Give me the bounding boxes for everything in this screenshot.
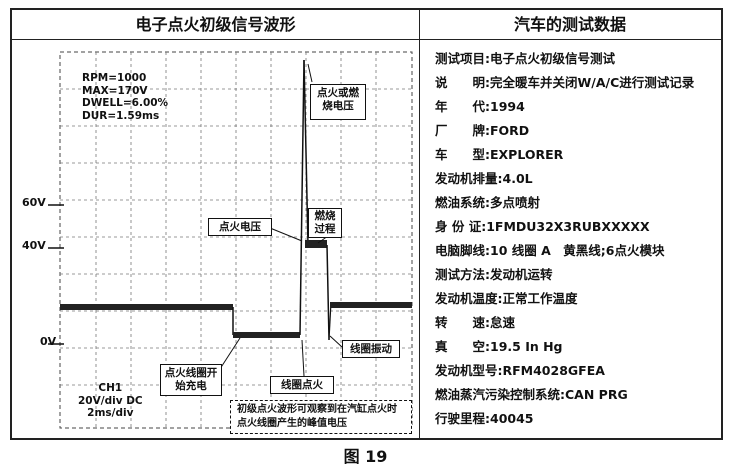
baseline-noise-right [330,302,412,308]
callout-ignition-voltage: 点火电压 [208,218,272,236]
ignition-spike [299,59,305,336]
stat-max: MAX=170V [82,84,148,97]
test-displacement: 发动机排量:4.0L [435,171,533,186]
dwell-segment [233,332,300,338]
test-year: 年 代:1994 [435,99,525,114]
callout-coil-charge-start: 点火线圈开始充电 [160,364,222,396]
scope-title: 电子点火初级信号波形 [12,10,419,40]
test-model: 车 型:EXPLORER [435,147,564,162]
test-engine-model: 发动机型号:RFM4028GFEA [435,363,605,378]
channel-time: 2ms/div [87,407,134,419]
test-rpm: 转 速:怠速 [435,315,515,330]
axis-label-60v: 60V [22,196,46,209]
test-method: 测试方法:发动机运转 [435,267,553,282]
panel-divider [419,10,420,438]
stat-dwell: DWELL=6.00% [82,97,169,109]
callout-coil-ignition: 线圈点火 [270,376,334,394]
test-make: 厂 牌:FORD [435,123,530,138]
stat-rpm: RPM=1000 [82,72,147,84]
test-data-title: 汽车的测试数据 [419,10,721,40]
test-ecu-pin: 电脑脚线:10 线圈 A 黄黑线;6点火模块 [435,243,665,258]
channel-scale: 20V/div DC [78,394,143,407]
figure-caption: 图 19 [343,447,388,466]
test-vin: 身 份 证:1FMDU32X3RUBXXXXX [435,219,650,234]
waveform [60,59,412,341]
figure-frame: 电子点火初级信号波形 汽车的测试数据 [10,8,723,440]
test-item: 测试项目:电子点火初级信号测试 [435,51,615,66]
oscilloscope-panel: RPM=1000 MAX=170V DWELL=6.00% DUR=1.59ms… [12,40,419,438]
test-data-panel: 测试项目:电子点火初级信号测试 说 明:完全暖车并关闭W/A/C进行测试记录 年… [421,40,721,438]
measurement-stats: RPM=1000 MAX=170V DWELL=6.00% DUR=1.59ms [82,72,168,122]
callout-burn-voltage: 点火或燃烧电压 [310,84,366,120]
test-vacuum: 真 空:19.5 In Hg [435,339,563,354]
axis-label-0v: 0V [40,335,57,348]
callout-coil-oscillation: 线圈振动 [342,340,400,358]
test-description: 说 明:完全暖车并关闭W/A/C进行测试记录 [435,75,695,90]
channel-name: CH1 [98,382,123,394]
test-engine-temp: 发动机温度:正常工作温度 [435,291,578,306]
test-fuel-system: 燃油系统:多点喷射 [435,195,540,210]
baseline-noise-left [60,304,233,310]
callout-burn-process: 燃烧过程 [308,208,342,238]
test-evap-system: 燃油蒸汽污染控制系统:CAN PRG [435,387,628,402]
channel-info: CH1 20V/div DC 2ms/div [78,382,143,420]
stat-duration: DUR=1.59ms [82,109,160,122]
test-mileage: 行驶里程:40045 [435,411,534,426]
burn-line [305,240,327,248]
waveform-note: 初级点火波形可观察到在汽缸点火时点火线圈产生的峰值电压 [230,400,412,434]
axis-label-40v: 40V [22,239,46,252]
